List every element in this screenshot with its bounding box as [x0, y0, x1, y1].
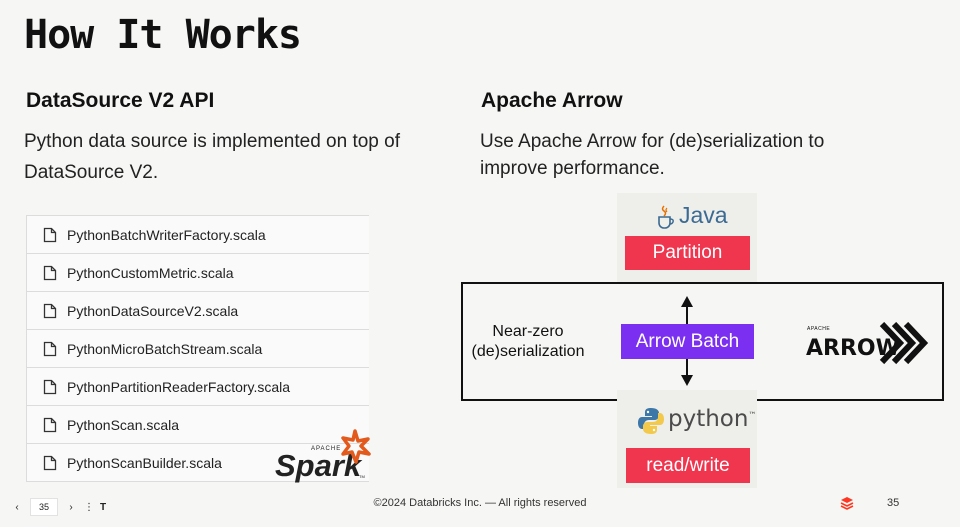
readwrite-box: read/write	[626, 448, 750, 483]
prev-slide-button[interactable]: ‹	[15, 501, 19, 513]
left-heading: DataSource V2 API	[26, 89, 215, 112]
apache-arrow-logo: APACHE ARROW	[806, 322, 929, 365]
next-slide-button[interactable]: ›	[69, 501, 73, 513]
file-name: PythonMicroBatchStream.scala	[67, 340, 263, 357]
chevron-icon	[879, 322, 905, 365]
file-icon	[43, 303, 57, 318]
java-cup-icon	[658, 205, 674, 229]
near-zero-line1: Near-zero	[492, 323, 564, 340]
left-paragraph: Python data source is implemented on top…	[24, 131, 401, 183]
file-icon	[43, 227, 57, 242]
file-name: PythonPartitionReaderFactory.scala	[67, 378, 291, 395]
file-icon	[43, 265, 57, 280]
chevron-icon	[903, 322, 929, 365]
file-icon	[43, 379, 57, 394]
slide-number: 35	[887, 497, 900, 509]
footer-copyright: ©2024 Databricks Inc. — All rights reser…	[373, 497, 587, 509]
partition-box: Partition	[625, 236, 750, 270]
double-arrow-icon	[681, 296, 693, 386]
java-label: Java	[679, 202, 728, 228]
file-name: PythonDataSourceV2.scala	[67, 302, 239, 319]
python-icon	[638, 408, 664, 434]
file-row[interactable]: PythonBatchWriterFactory.scala	[26, 216, 369, 254]
file-row[interactable]: PythonPartitionReaderFactory.scala	[26, 368, 369, 406]
file-name: PythonScanBuilder.scala	[67, 454, 222, 471]
file-icon	[43, 417, 57, 432]
file-row[interactable]: PythonScanBuilder.scala	[26, 444, 369, 482]
slide-title: How It Works	[24, 12, 302, 58]
file-name: PythonBatchWriterFactory.scala	[67, 226, 266, 243]
python-word: python	[668, 406, 749, 432]
near-zero-label: Near-zero (de)serialization	[468, 322, 588, 362]
python-tm: ™	[748, 410, 757, 420]
presenter-nav: ‹ 35 › ⋮ T	[10, 498, 110, 516]
python-label: python™	[668, 406, 756, 432]
spark-logo-small: APACHE	[311, 446, 341, 452]
arrow-logo-small: APACHE	[807, 326, 830, 332]
file-row[interactable]: PythonDataSourceV2.scala	[26, 292, 369, 330]
file-name: PythonScan.scala	[67, 416, 180, 433]
spark-logo: APACHE Spark TM	[275, 429, 371, 483]
spark-star-icon	[341, 429, 371, 464]
file-row[interactable]: PythonCustomMetric.scala	[26, 254, 369, 292]
chevron-icon	[891, 322, 917, 365]
text-tool-button[interactable]: T	[99, 501, 107, 513]
near-zero-line2: (de)serialization	[471, 343, 585, 360]
right-paragraph: Use Apache Arrow for (de)serialization t…	[480, 131, 825, 179]
file-name: PythonCustomMetric.scala	[67, 264, 234, 281]
file-icon	[43, 455, 57, 470]
spark-logo-tm: TM	[359, 474, 365, 479]
more-options-icon[interactable]: ⋮	[84, 501, 94, 513]
page-number-input[interactable]: 35	[30, 498, 58, 516]
file-icon	[43, 341, 57, 356]
arrow-batch-box: Arrow Batch	[621, 324, 754, 359]
right-heading: Apache Arrow	[481, 89, 623, 112]
file-row[interactable]: PythonMicroBatchStream.scala	[26, 330, 369, 368]
databricks-icon	[840, 497, 854, 510]
file-row[interactable]: PythonScan.scala	[26, 406, 369, 444]
